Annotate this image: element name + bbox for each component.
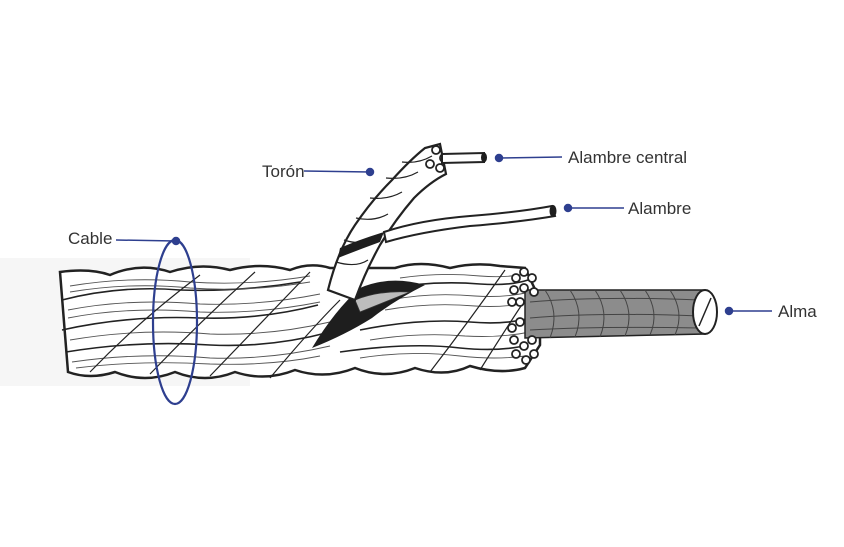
cavity-inner-strand <box>354 291 411 313</box>
label-alambre-central: Alambre central <box>568 148 688 167</box>
leader-cable-dot <box>171 236 181 246</box>
rope-outline <box>58 262 542 380</box>
strand-toron-band <box>338 232 384 258</box>
center-wire <box>441 151 487 165</box>
strand-toron-body <box>326 142 448 302</box>
label-alambre: Alambre <box>628 199 692 218</box>
label-cable: Cable <box>68 229 113 248</box>
core-twist-lines <box>529 289 701 339</box>
strand-toron <box>326 142 449 302</box>
leader-alambre-dot <box>563 203 573 213</box>
label-alma: Alma <box>778 302 817 321</box>
core-end-mark <box>698 297 712 327</box>
wire-hatching <box>67 273 531 369</box>
leader-cable <box>115 239 177 242</box>
leader-lines <box>115 153 772 316</box>
wire-alambre <box>382 204 557 244</box>
strand-ends <box>507 267 539 365</box>
label-toron: Torón <box>262 162 305 181</box>
leader-alma-dot <box>724 306 734 316</box>
rope-body <box>58 262 542 380</box>
leader-central-dot <box>494 153 504 163</box>
leader-central <box>498 156 563 159</box>
core-alma <box>524 289 718 339</box>
leader-toron-dot <box>365 167 375 177</box>
leader-toron <box>303 170 371 173</box>
